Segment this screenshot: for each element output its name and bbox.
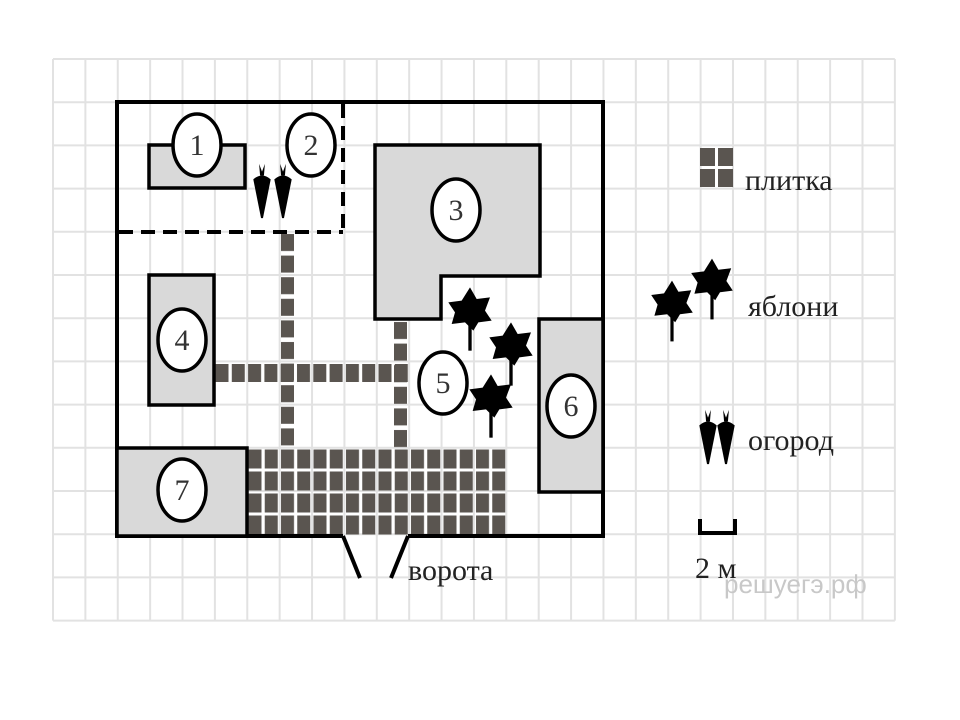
legend-apple-trees-label: яблони <box>748 290 838 323</box>
carrot-icon <box>253 163 271 219</box>
tile-legend-icon <box>700 148 733 187</box>
tile-area <box>247 448 507 536</box>
label-2: 2 <box>304 129 319 162</box>
tile-paths <box>214 232 507 536</box>
tile-path-vertical-left <box>279 232 295 448</box>
tile-path-vertical-right <box>393 320 408 448</box>
legend-garden-label: огород <box>748 424 834 457</box>
garden-area <box>119 104 345 234</box>
carrot-icon <box>274 163 292 219</box>
legend-tile-label: плитка <box>745 164 833 197</box>
scale-bar <box>698 519 737 535</box>
apple-tree-icon <box>448 287 492 351</box>
apple-tree-legend-icon <box>691 258 733 320</box>
label-4: 4 <box>175 324 190 357</box>
gate-label: ворота <box>408 554 493 587</box>
scale-label: 2 м <box>695 552 737 585</box>
apple-tree-legend-icon <box>651 280 693 342</box>
legend: плитка яблони огород 2 м <box>651 148 838 585</box>
label-5: 5 <box>436 367 451 400</box>
label-6: 6 <box>564 390 579 423</box>
watermark: решуегэ.рф <box>724 569 867 599</box>
label-7: 7 <box>175 474 190 507</box>
apple-tree-icon <box>489 322 533 386</box>
tile-path-horizontal <box>214 363 410 383</box>
label-3: 3 <box>449 194 464 227</box>
label-1: 1 <box>190 129 205 162</box>
carrot-legend-icon <box>699 409 717 465</box>
